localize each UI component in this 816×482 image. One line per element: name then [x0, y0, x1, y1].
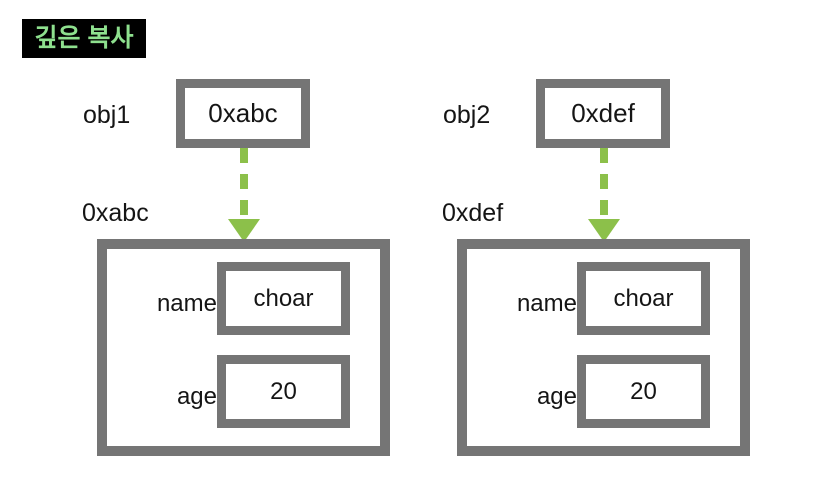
field-label-name-obj1: name — [156, 290, 217, 317]
pointer-box-obj1: 0xabc — [176, 79, 310, 148]
field-label-age-obj2: age — [536, 383, 577, 410]
field-box-age-obj2: 20 — [577, 355, 710, 428]
field-box-name-obj2: choar — [577, 262, 710, 335]
object-box-interior-obj1: name choar age 20 — [107, 249, 380, 446]
field-value-name-obj1: choar — [226, 271, 341, 326]
field-box-age-obj1: 20 — [217, 355, 350, 428]
reference-arrow-obj2 — [588, 148, 620, 242]
field-value-age-obj1: 20 — [226, 364, 341, 419]
pointer-value-obj2: 0xdef — [545, 88, 661, 139]
arrow-head-obj2 — [588, 219, 620, 242]
reference-arrow-obj1 — [228, 148, 260, 242]
object-box-obj1: name choar age 20 — [97, 239, 390, 456]
pointer-value-obj1: 0xabc — [185, 88, 301, 139]
variable-label-obj2: obj2 — [443, 101, 491, 129]
heap-address-label-obj2: 0xdef — [442, 199, 504, 227]
field-value-age-obj2: 20 — [586, 364, 701, 419]
arrow-shaft-obj2 — [600, 148, 608, 219]
field-box-name-obj1: choar — [217, 262, 350, 335]
arrow-shaft-obj1 — [240, 148, 248, 219]
field-label-age-obj1: age — [176, 383, 217, 410]
arrow-head-obj1 — [228, 219, 260, 242]
pointer-box-obj2: 0xdef — [536, 79, 670, 148]
object-box-obj2: name choar age 20 — [457, 239, 750, 456]
object-box-interior-obj2: name choar age 20 — [467, 249, 740, 446]
variable-label-obj1: obj1 — [83, 101, 131, 129]
diagram-title-banner: 깊은 복사 — [22, 19, 146, 58]
heap-address-label-obj1: 0xabc — [82, 199, 149, 227]
field-value-name-obj2: choar — [586, 271, 701, 326]
field-label-name-obj2: name — [516, 290, 577, 317]
